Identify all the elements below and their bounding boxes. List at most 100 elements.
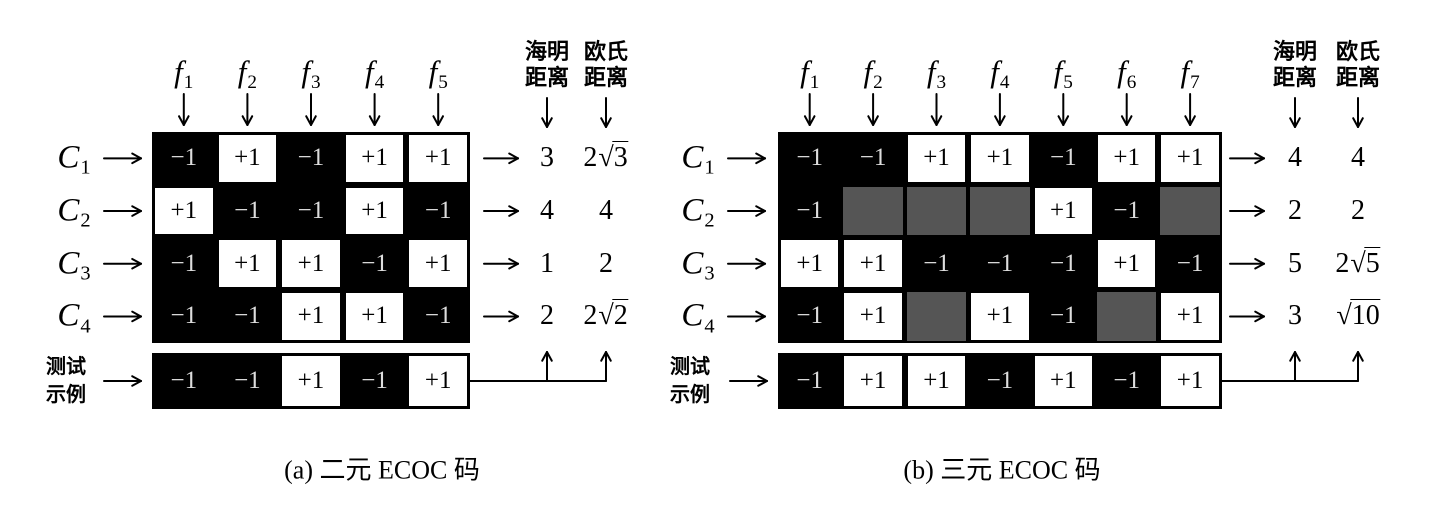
test-example-label-line: 示例 [46, 384, 86, 406]
arrow-head [131, 157, 142, 165]
radicand: 3 [612, 141, 629, 174]
code-cell: −1 [906, 239, 967, 289]
arrow-head [1352, 351, 1359, 362]
class-label-C4-var: C [681, 297, 704, 334]
column-header-f5-subscript: 5 [438, 71, 448, 93]
code-cell: +1 [1160, 292, 1220, 341]
hamming-distance: 4 [540, 195, 554, 227]
test-code-cell: −1 [970, 355, 1030, 407]
arrow-up-icon [1352, 351, 1364, 382]
code-cell: −1 [281, 186, 341, 236]
class-label-C2-subscript: 2 [704, 209, 715, 232]
column-header-f2-subscript: 2 [247, 71, 258, 93]
arrow-head [1294, 351, 1301, 362]
arrow-head [131, 205, 142, 213]
test-code-cell: −1 [780, 355, 840, 407]
code-cell: +1 [281, 292, 341, 341]
arrow-head [437, 115, 444, 126]
code-cell: +1 [1097, 134, 1157, 183]
arrow-head [131, 380, 142, 387]
caption-binary-ecoc: (a) 二元 ECOC 码 [284, 455, 480, 485]
arrow-head [182, 115, 190, 126]
code-cell [970, 186, 1030, 236]
column-header-f1-subscript: 1 [809, 71, 820, 93]
arrow-head [508, 152, 519, 160]
arrow-down-icon [1057, 93, 1070, 126]
test-code-cell: +1 [1033, 355, 1093, 407]
radical-coefficient: 2 [1335, 247, 1350, 279]
arrow-right-icon [729, 375, 768, 387]
column-header-f5-subscript: 5 [1063, 71, 1073, 93]
arrow-head [605, 351, 612, 362]
radical-sign: √ [1336, 300, 1352, 332]
test-example-label-line: 测试 [46, 356, 86, 378]
code-cell: +1 [970, 292, 1030, 341]
arrow-down-icon [930, 93, 943, 126]
code-cell: −1 [780, 292, 840, 341]
hamming-distance-header: 海明距离 [525, 39, 569, 91]
column-header-f4: f4 [365, 54, 384, 93]
column-header-f1-subscript: 1 [183, 71, 194, 93]
code-cell: −1 [154, 134, 214, 183]
arrow-head [755, 257, 766, 265]
arrow-head [508, 205, 519, 213]
arrow-head [1062, 115, 1070, 126]
column-header-f5-var: f [428, 54, 438, 89]
hamming-distance-header-line: 海明 [1272, 39, 1318, 64]
column-header-f1: f1 [174, 54, 194, 93]
arrow-up-icon [600, 351, 612, 382]
arrow-head [508, 315, 519, 323]
arrow-head [131, 262, 142, 270]
code-cell: +1 [344, 186, 405, 236]
arrow-down-icon [432, 93, 444, 126]
class-label-C3-subscript: 3 [704, 262, 715, 285]
arrow-down-icon [1352, 97, 1364, 128]
code-cell [1097, 292, 1157, 341]
class-label-C3-subscript: 3 [80, 262, 91, 285]
arrow-head [1254, 262, 1265, 270]
arrow-head [1057, 115, 1065, 126]
test-example-label-line: 示例 [670, 384, 710, 406]
arrow-down-icon [994, 93, 1006, 126]
column-header-f6: f6 [1117, 54, 1137, 93]
arrow-right-icon [727, 152, 766, 165]
arrow-down-icon [1289, 97, 1301, 128]
euclidean-distance-header-line: 距离 [1335, 65, 1381, 90]
test-example-label: 测试示例 [670, 353, 710, 409]
arrow-head [508, 157, 519, 165]
arrow-head [998, 115, 1006, 126]
arrow-right-icon [103, 310, 142, 323]
arrow-up-icon [541, 351, 553, 382]
arrow-head [131, 310, 142, 318]
column-header-f1: f1 [800, 54, 820, 93]
arrow-head [757, 375, 768, 382]
euclidean-distance: 4 [1351, 142, 1365, 174]
euclidean-distance-header-line: 欧氏 [583, 39, 629, 64]
column-header-f6-subscript: 6 [1126, 71, 1137, 93]
code-cell: −1 [1033, 239, 1093, 289]
code-cell: −1 [281, 134, 341, 183]
class-label-C2-var: C [57, 192, 80, 229]
class-label-C2-subscript: 2 [80, 209, 91, 232]
class-label-C2: C2 [57, 192, 91, 232]
code-cell: +1 [843, 292, 903, 341]
euclidean-distance: 2 [1351, 195, 1365, 227]
column-header-f4-var: f [990, 54, 999, 89]
code-cell: +1 [217, 134, 278, 183]
arrow-head [546, 117, 553, 128]
class-label-C2-var: C [681, 192, 704, 229]
code-cell: −1 [970, 239, 1030, 289]
arrow-down-icon [241, 93, 254, 126]
arrow-head [508, 262, 519, 270]
arrow-head [755, 157, 766, 165]
arrow-head [508, 257, 519, 265]
column-header-f2-var: f [237, 54, 247, 89]
test-code-cell: +1 [408, 355, 468, 407]
arrow-down-icon [305, 93, 317, 126]
column-header-f1-var: f [800, 54, 809, 89]
arrow-head [131, 375, 142, 382]
